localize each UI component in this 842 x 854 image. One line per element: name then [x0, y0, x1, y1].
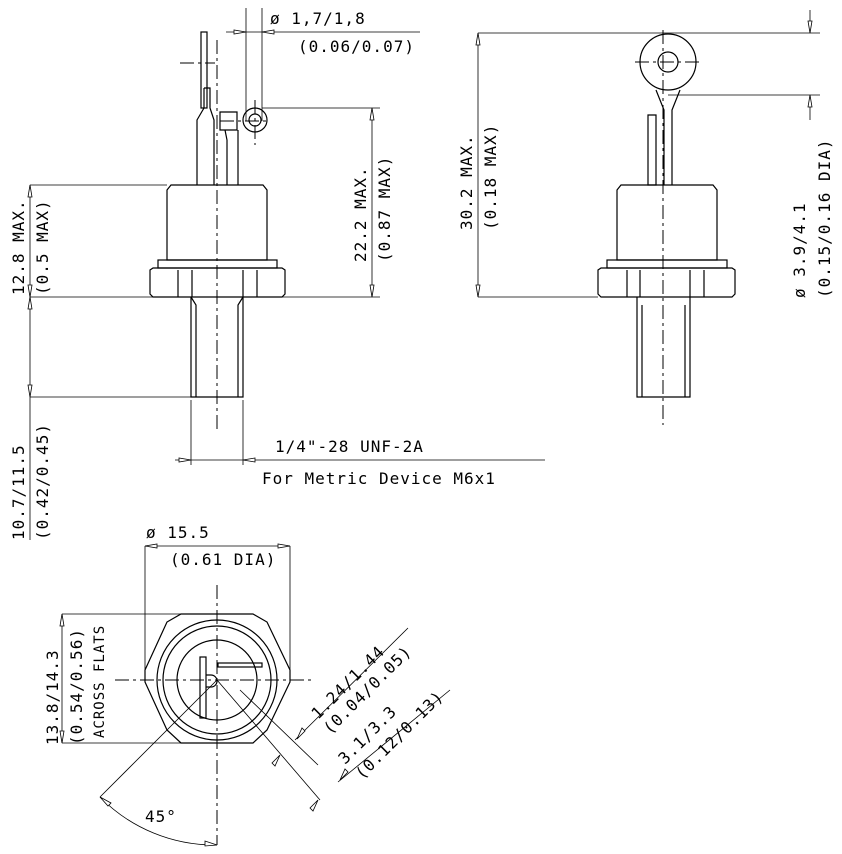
height-22-label: 22.2 MAX. — [351, 166, 370, 262]
angle-label: 45° — [145, 807, 177, 826]
eye-diameter-inch-label: (0.15/0.16 DIA) — [815, 139, 834, 299]
eye-diameter-label: ø 3.9/4.1 — [790, 202, 809, 298]
top-view: ø 15.5 (0.61 DIA) 13.8/14.3 (0.54/0.56) … — [43, 523, 451, 847]
height-30-inch-label: (0.18 MAX) — [481, 124, 500, 230]
stud-length-label: 10.7/11.5 — [9, 444, 28, 540]
across-flats-label: ACROSS FLATS — [92, 625, 108, 738]
lead-diameter-label: ø 1,7/1,8 — [270, 9, 366, 28]
stud-length-inch-label: (0.42/0.45) — [33, 423, 52, 540]
height-12-inch-label: (0.5 MAX) — [33, 199, 52, 295]
flange-diameter-inch-label: (0.61 DIA) — [170, 550, 276, 569]
lead-diameter-inch-label: (0.06/0.07) — [298, 37, 415, 56]
height-22-inch-label: (0.87 MAX) — [375, 156, 394, 262]
across-flats-inch-label: (0.54/0.56) — [67, 628, 86, 745]
side-view-right: 30.2 MAX. (0.18 MAX) ø 3.9/4.1 (0.15/0.1… — [457, 10, 834, 425]
thread-label: 1/4"-28 UNF-2A — [275, 437, 424, 456]
across-flats-value-label: 13.8/14.3 — [43, 649, 62, 745]
metric-device-label: For Metric Device M6x1 — [262, 469, 496, 488]
height-12-label: 12.8 MAX. — [9, 199, 28, 295]
flange-diameter-label: ø 15.5 — [146, 523, 210, 542]
side-view-left: ø 1,7/1,8 (0.06/0.07) 22.2 MAX. (0.87 MA… — [9, 8, 545, 540]
height-30-label: 30.2 MAX. — [457, 134, 476, 230]
